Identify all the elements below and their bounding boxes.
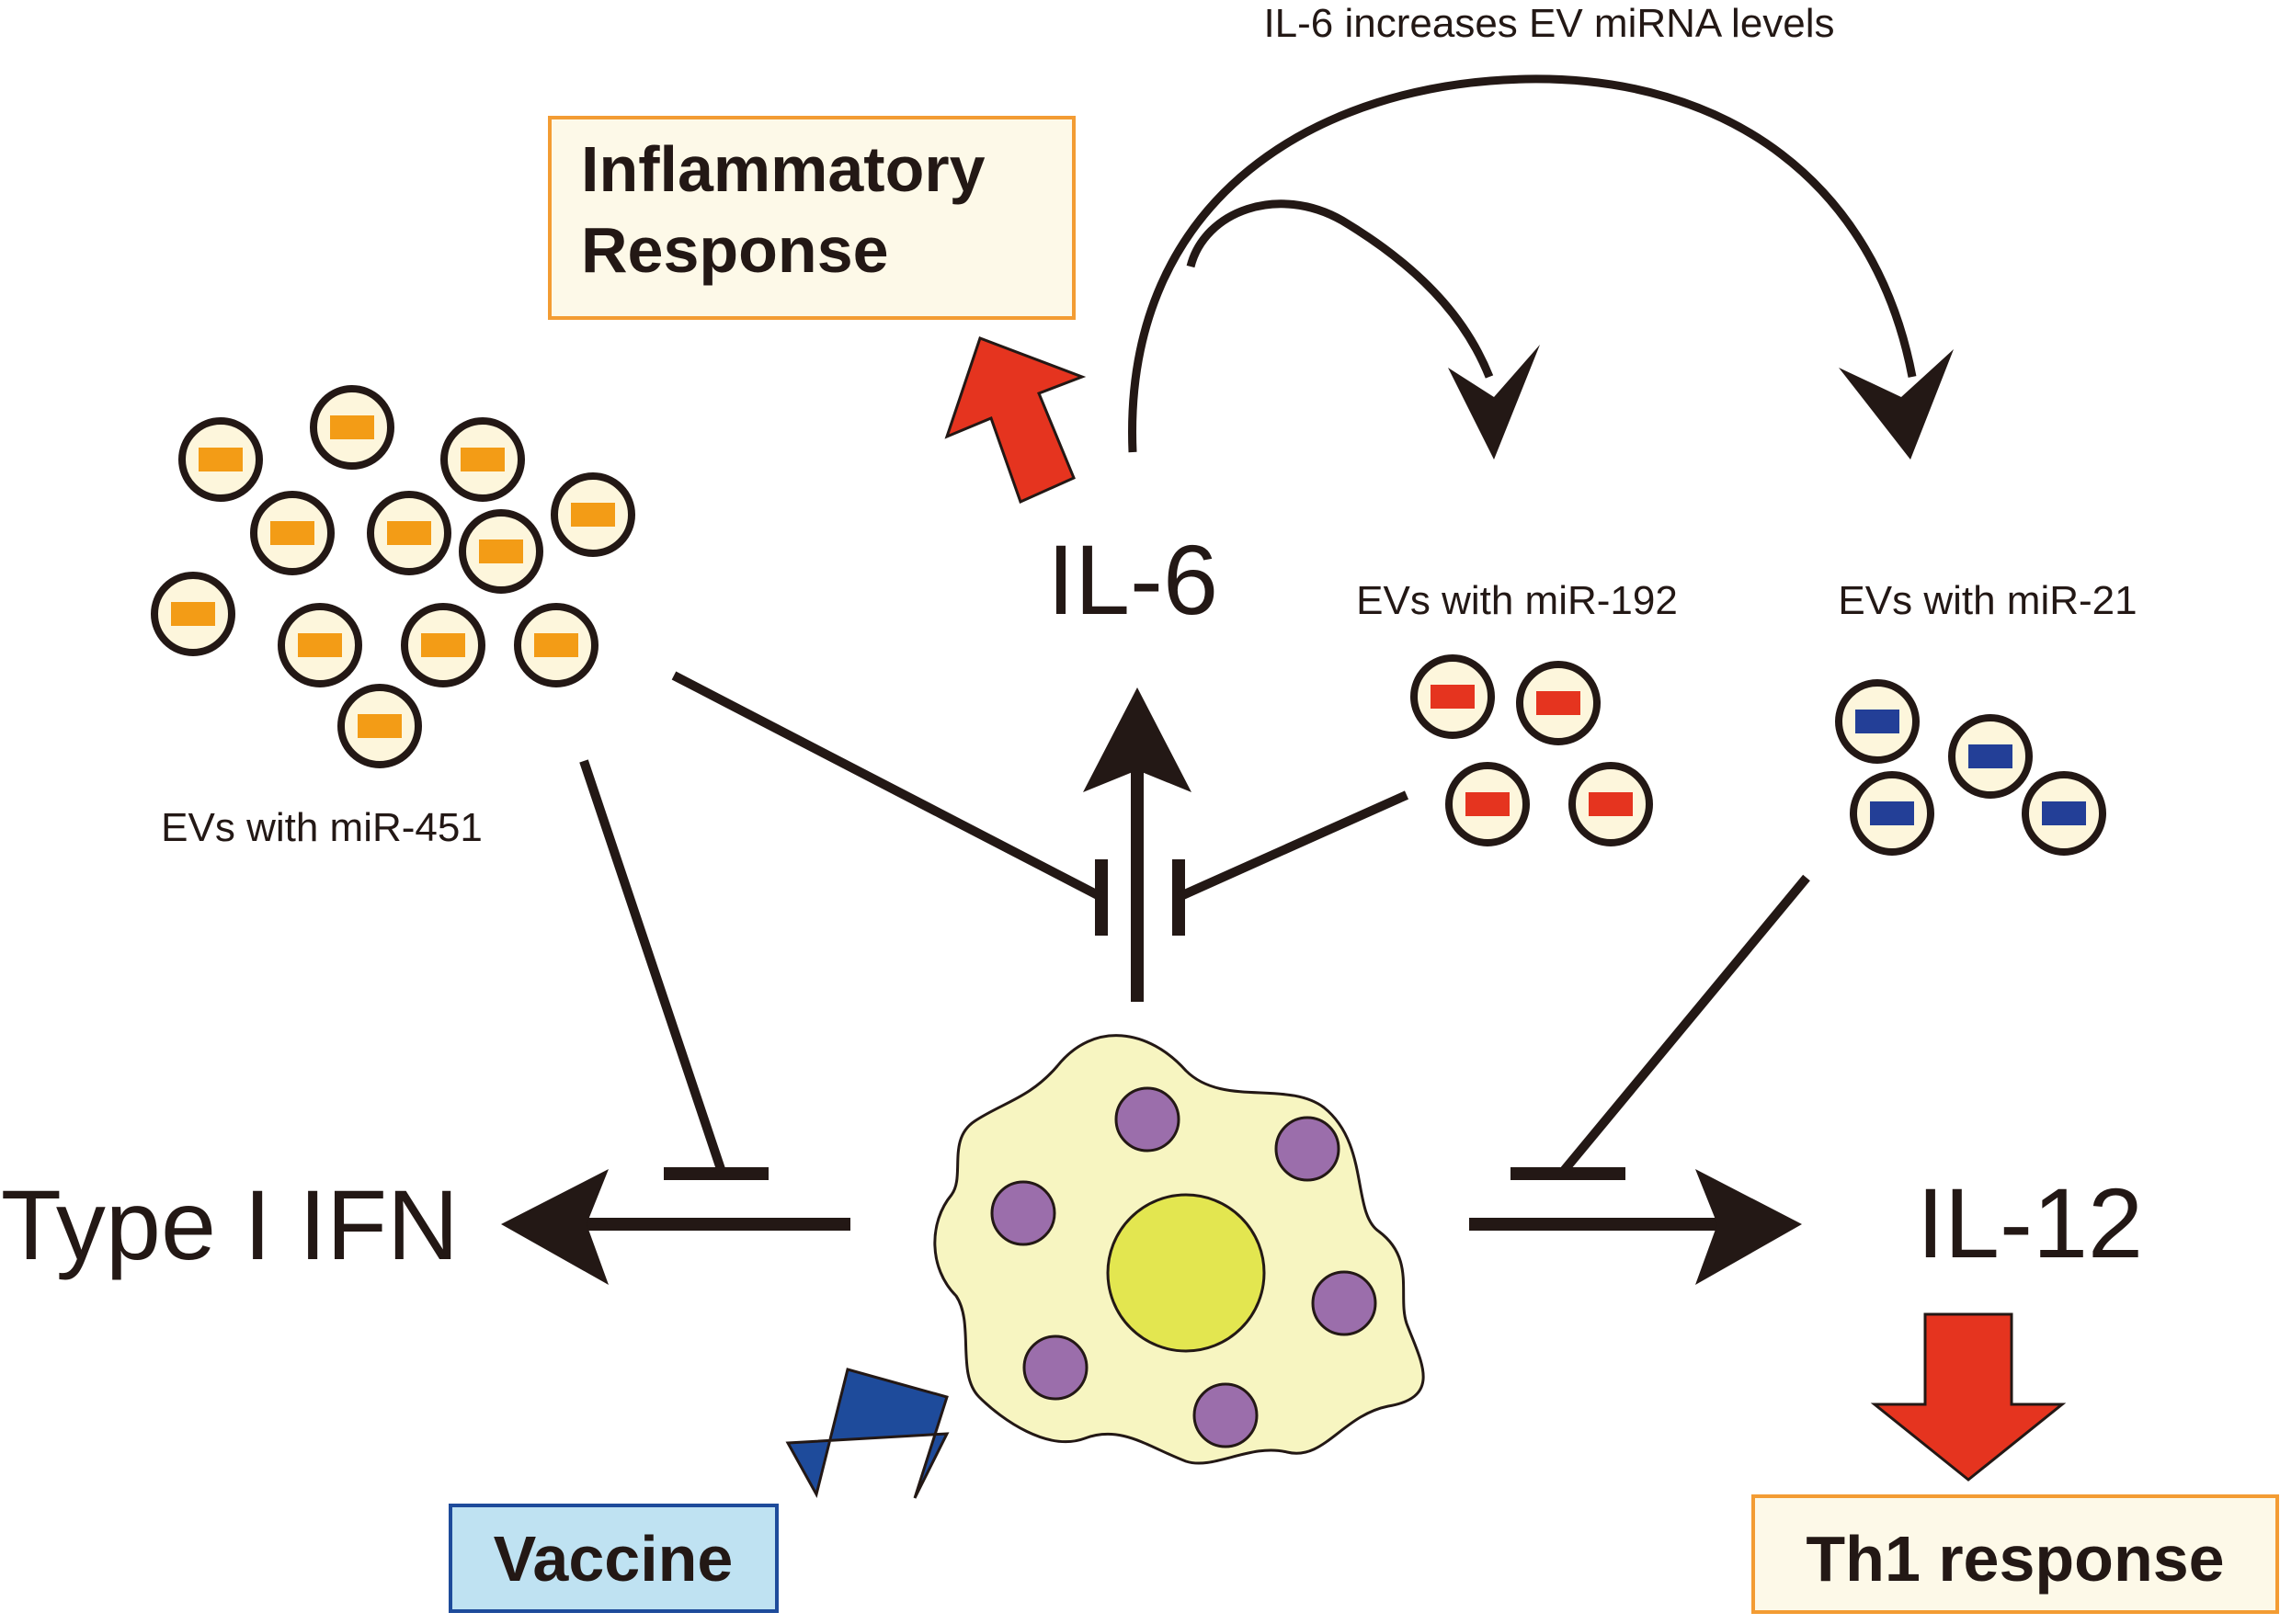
ev-vesicle-icon	[1568, 762, 1653, 846]
ev-mirna-cargo	[358, 714, 402, 738]
cell-granule	[1192, 1382, 1259, 1448]
cell-granule	[1114, 1086, 1180, 1153]
ev-mirna-cargo	[1431, 685, 1475, 709]
ev-vesicle-icon	[459, 509, 543, 594]
cell-granule	[990, 1180, 1056, 1246]
ev-vesicle-icon	[1410, 654, 1495, 739]
ev-mirna-cargo	[534, 633, 578, 657]
cell-to-il6-arrowhead-icon	[1083, 687, 1191, 792]
ev-mir451-label: EVs with miR-451	[161, 805, 483, 850]
ev-mirna-cargo	[171, 602, 215, 626]
th1-response-box: Th1 response	[1751, 1494, 2279, 1614]
ev-mirna-cargo	[387, 521, 431, 545]
ev-group-mir21	[1835, 679, 2106, 856]
ev-vesicle-icon	[2022, 771, 2106, 856]
ev-vesicle-icon	[250, 491, 335, 575]
dendritic-cell-icon	[933, 1034, 1425, 1465]
ev-mirna-cargo	[199, 448, 243, 471]
diagram-title: IL-6 increases EV miRNA levels	[1263, 1, 1834, 46]
ev-vesicle-icon	[1948, 714, 2033, 799]
curve-to-mir192	[1186, 199, 1494, 379]
vaccine-label: Vaccine	[494, 1523, 734, 1595]
cell-granule	[1274, 1116, 1340, 1182]
ev-mirna-cargo	[298, 633, 342, 657]
cell-nucleus	[1106, 1193, 1266, 1353]
ev-vesicle-icon	[440, 417, 525, 502]
ev-mirna-cargo	[1855, 710, 1899, 733]
ev-mirna-cargo	[1870, 801, 1914, 825]
ev-vesicle-icon	[178, 417, 263, 502]
type-i-ifn-label: Type I IFN	[1, 1169, 459, 1280]
ev-vesicle-icon	[151, 572, 235, 656]
ev-vesicle-icon	[514, 603, 598, 687]
ev-mir192-label: EVs with miR-192	[1356, 578, 1678, 623]
ev-group-mir192	[1410, 654, 1653, 846]
ev-mirna-cargo	[330, 415, 374, 439]
vaccine-box-frame	[449, 1504, 779, 1613]
ev-mirna-cargo	[461, 448, 505, 471]
cell-to-il12-arrowhead-icon	[1695, 1169, 1802, 1285]
cell-granule	[1022, 1334, 1089, 1401]
ev-vesicle-icon	[1850, 771, 1934, 856]
ev-mirna-cargo	[1589, 792, 1633, 816]
ev-mirna-cargo	[421, 633, 465, 657]
ev-vesicle-icon	[278, 603, 362, 687]
il6-to-inflammation-arrow-icon	[944, 336, 1087, 505]
ev-vesicle-icon	[337, 684, 422, 768]
mir192-inhibits-il6-line	[1176, 790, 1409, 902]
th1-label: Th1 response	[1806, 1523, 2224, 1595]
cell-granule	[1311, 1270, 1377, 1336]
inflammatory-box-frame	[548, 116, 1076, 320]
mir451-inhibits-ifn-line	[579, 759, 726, 1174]
cell-to-ifn-arrowhead-icon	[501, 1169, 609, 1285]
arrowhead-to-mir21-icon	[1839, 349, 1954, 460]
il6-label: IL-6	[1047, 524, 1218, 635]
ev-mir21-label: EVs with miR-21	[1838, 578, 2137, 623]
ev-vesicle-icon	[367, 491, 451, 575]
ev-vesicle-icon	[310, 385, 394, 470]
ev-group-mir451	[151, 385, 635, 768]
ev-vesicle-icon	[401, 603, 485, 687]
mir21-inhibits-il12-line	[1559, 874, 1810, 1175]
ev-mirna-cargo	[1536, 691, 1580, 715]
vaccine-arrow-icon	[785, 1368, 950, 1499]
inflammatory-line2: Response	[581, 214, 889, 286]
ev-mirna-cargo	[1465, 792, 1510, 816]
ev-vesicle-icon	[551, 472, 635, 557]
il12-to-th1-arrow-icon	[1870, 1312, 2067, 1482]
ev-vesicle-icon	[1445, 762, 1530, 846]
ev-mirna-cargo	[1968, 744, 2012, 768]
ev-vesicle-icon	[1516, 661, 1601, 745]
th1-box-frame	[1751, 1494, 2279, 1614]
vaccine-box: Vaccine	[449, 1504, 779, 1613]
ev-mirna-cargo	[2042, 801, 2086, 825]
arrowhead-to-mir192-icon	[1448, 345, 1540, 460]
curve-to-mir21	[1128, 74, 1917, 453]
ev-vesicle-icon	[1835, 679, 1920, 764]
ev-mirna-cargo	[479, 539, 523, 563]
ev-mirna-cargo	[270, 521, 314, 545]
inflammatory-line1: Inflammatory	[581, 133, 986, 205]
inflammatory-response-box: Inflammatory Response	[548, 116, 1076, 320]
ev-mirna-cargo	[571, 503, 615, 527]
il12-label: IL-12	[1917, 1167, 2143, 1278]
mir451-inhibits-il6-line	[671, 671, 1104, 902]
